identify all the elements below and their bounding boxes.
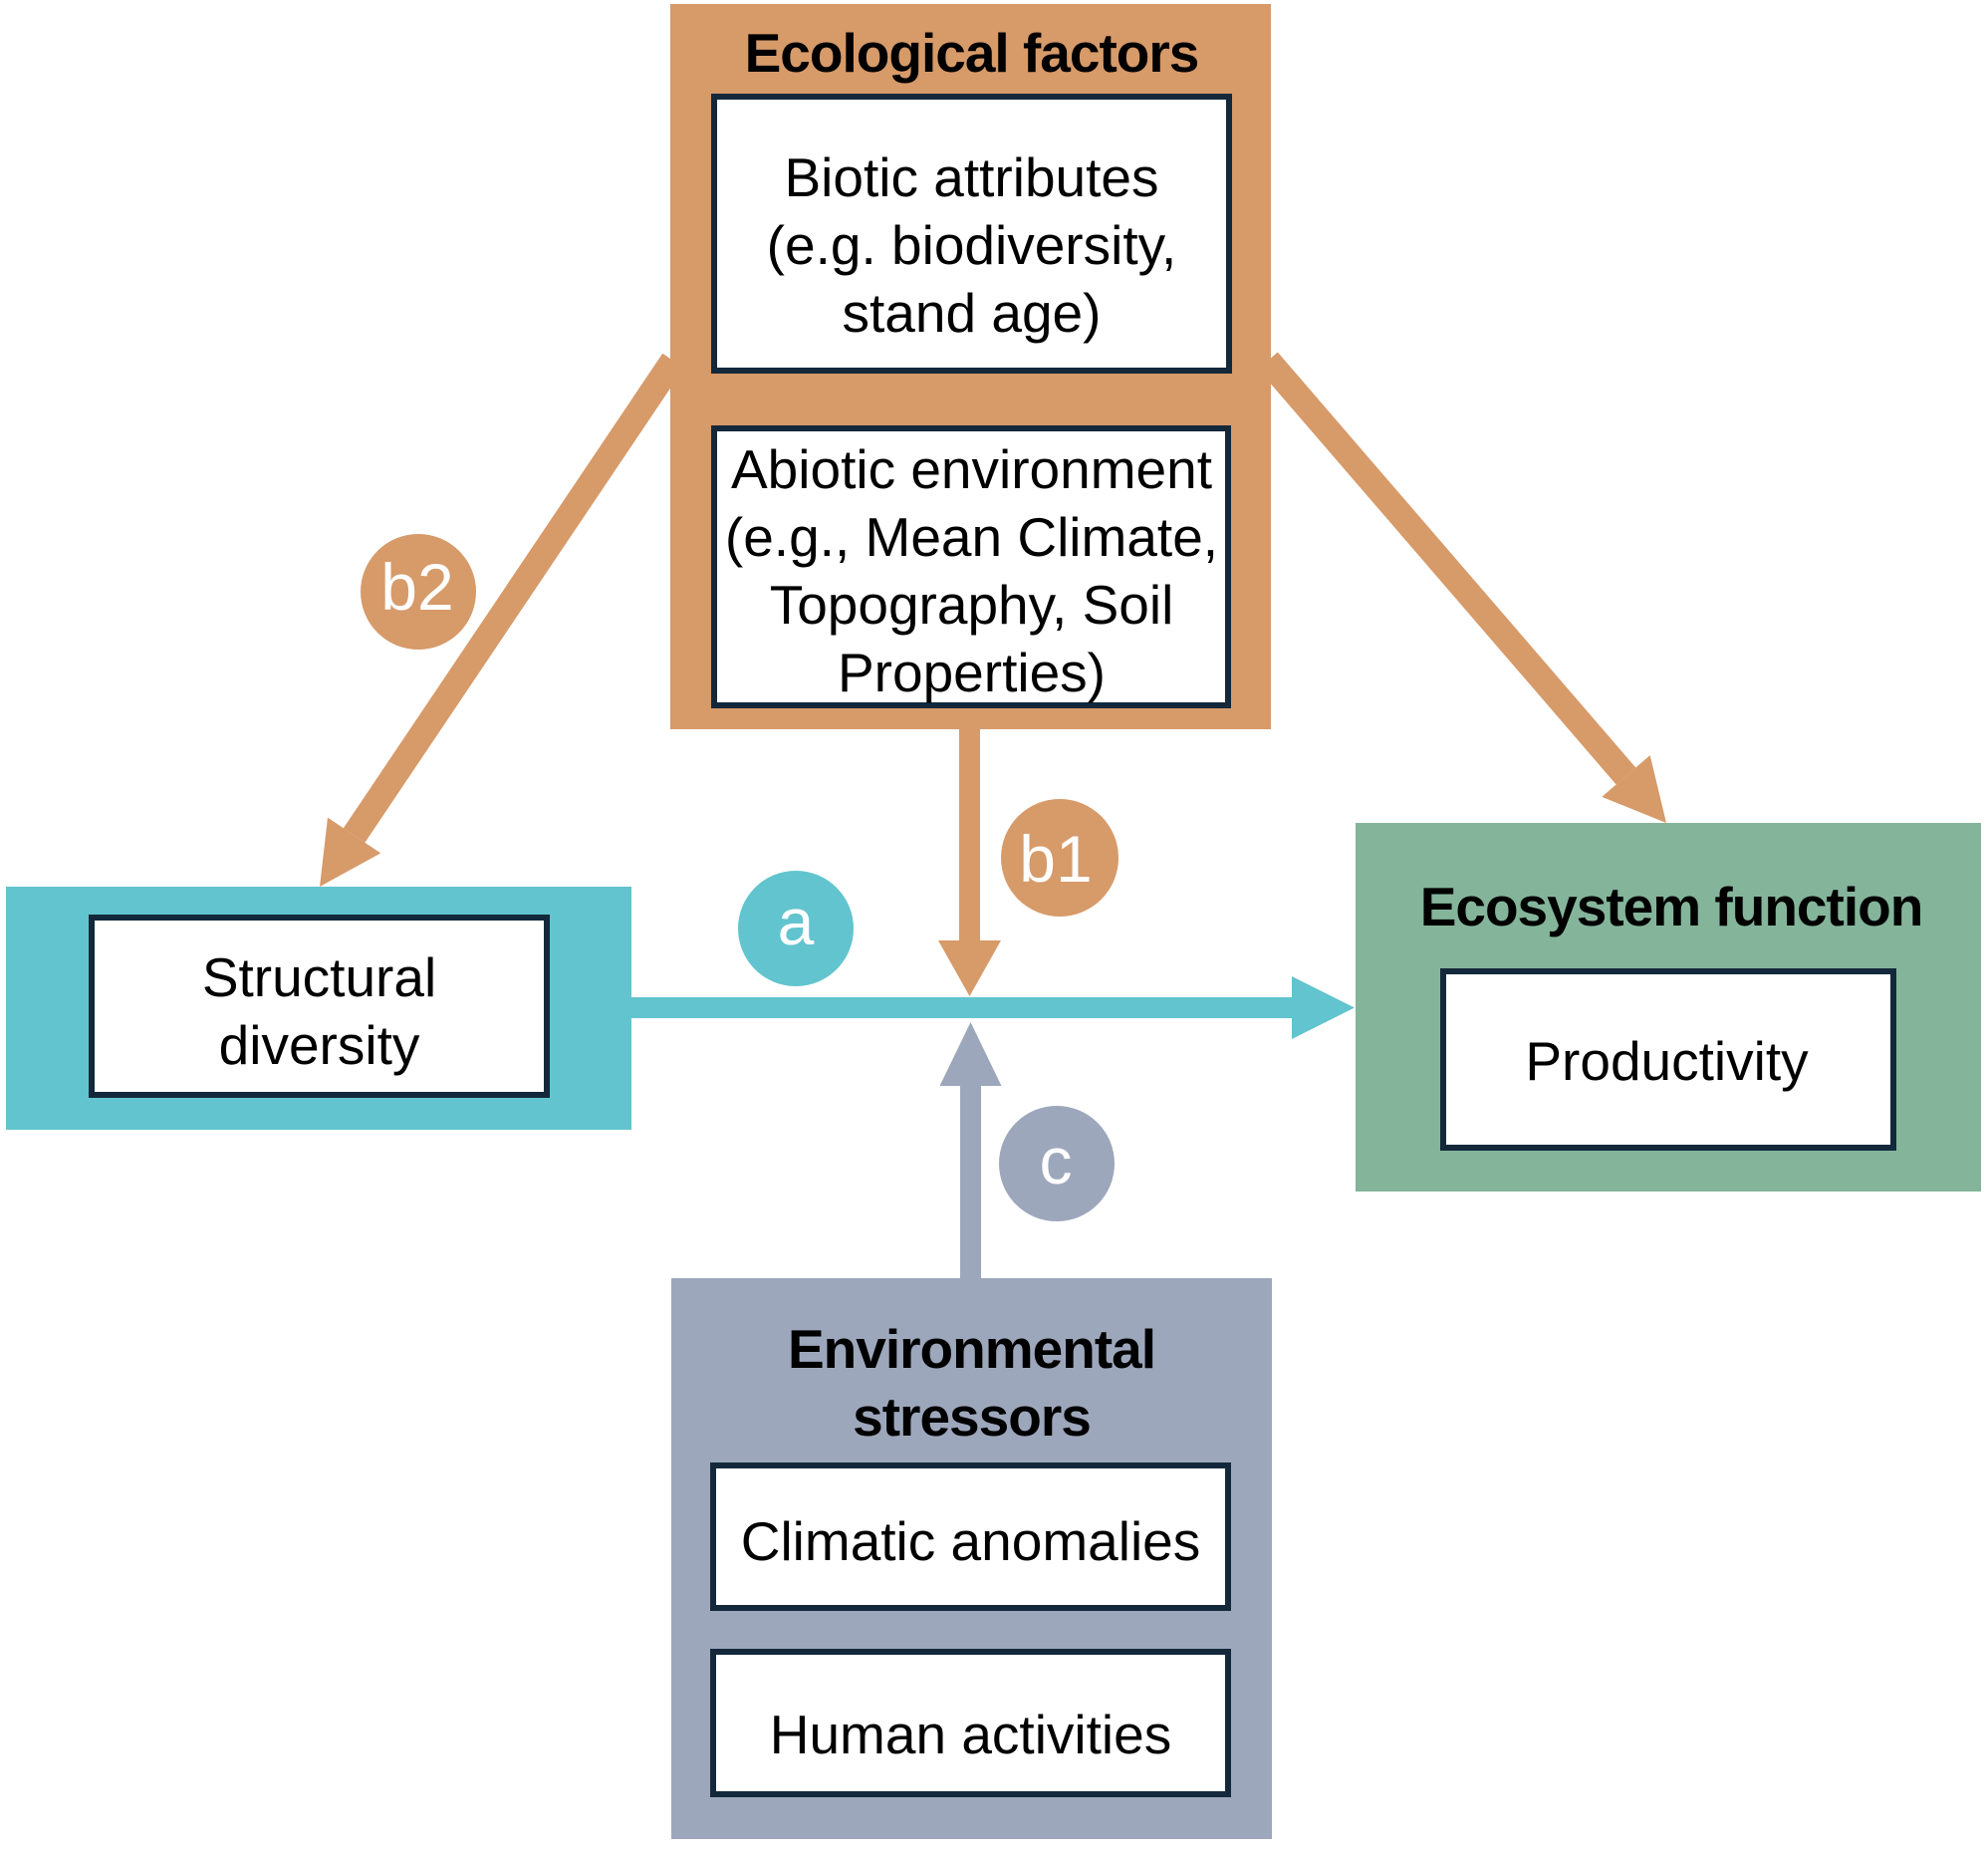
svg-text:Human activities: Human activities	[770, 1704, 1171, 1765]
svg-text:(e.g. biodiversity,: (e.g. biodiversity,	[767, 214, 1177, 276]
svg-text:(e.g., Mean Climate,: (e.g., Mean Climate,	[725, 506, 1218, 568]
svg-text:Ecosystem function: Ecosystem function	[1420, 876, 1923, 937]
svg-text:Biotic attributes: Biotic attributes	[784, 146, 1158, 208]
svg-text:stressors: stressors	[853, 1386, 1091, 1448]
svg-text:Productivity: Productivity	[1525, 1030, 1809, 1092]
svg-text:Topography, Soil: Topography, Soil	[770, 574, 1174, 636]
svg-text:Environmental: Environmental	[788, 1318, 1155, 1380]
svg-text:Ecological factors: Ecological factors	[745, 22, 1199, 84]
svg-text:diversity: diversity	[219, 1014, 420, 1076]
svg-text:b1: b1	[1019, 822, 1092, 896]
svg-text:Climatic anomalies: Climatic anomalies	[741, 1510, 1201, 1572]
svg-text:Abiotic environment: Abiotic environment	[731, 438, 1212, 500]
svg-text:Properties): Properties)	[838, 642, 1106, 703]
svg-text:Structural: Structural	[202, 946, 436, 1008]
svg-text:a: a	[778, 885, 815, 958]
svg-text:b2: b2	[380, 550, 453, 624]
svg-text:c: c	[1040, 1124, 1073, 1197]
svg-text:stand age): stand age)	[843, 282, 1102, 344]
